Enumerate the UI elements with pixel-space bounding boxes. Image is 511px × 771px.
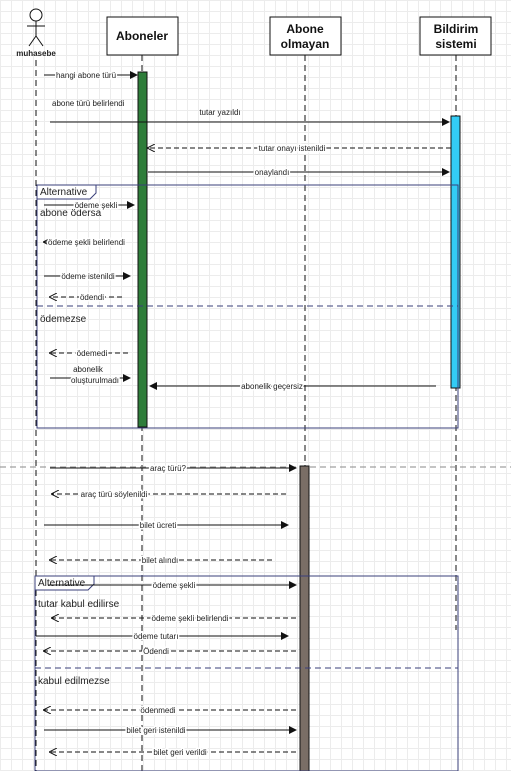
- lifeline-abone-olmayan-head: Abone olmayan: [269, 16, 342, 56]
- msg-15-label: bilet ücreti: [140, 521, 177, 530]
- bildirim-activation: [450, 115, 461, 389]
- abone-olmayan-title-1: Abone: [286, 22, 324, 36]
- msg-6-label: ödeme şekli: [75, 201, 118, 210]
- alt1-tag: Alternative: [40, 187, 88, 198]
- msg-1-label: hangi abone türü: [56, 71, 116, 80]
- bildirim-title-2: sistemi: [435, 37, 476, 51]
- abone-olmayan-activation: [299, 465, 310, 771]
- lifeline-aboneler-head: Aboneler: [106, 16, 179, 56]
- msg-20-label: Ödendi: [143, 647, 169, 656]
- msg-12-label: abonelik geçersiz: [241, 382, 303, 391]
- msg-18-label: ödeme şekli belirlendi: [152, 614, 229, 623]
- bildirim-title-1: Bildirim: [434, 22, 479, 36]
- lifeline-bildirim-head: Bildirim sistemi: [419, 16, 492, 56]
- msg-11-label-b: oluşturulmadı: [71, 376, 119, 385]
- msg-21-label: ödenmedi: [140, 706, 175, 715]
- msg-19-label: ödeme tutarı: [134, 632, 179, 641]
- msg-23-label: bilet geri verildi: [153, 748, 207, 757]
- msg-2-label: abone türü belirlendi: [52, 99, 125, 108]
- lifelines: [35, 55, 457, 771]
- msg-11-label-a: abonelik: [73, 365, 104, 374]
- msg-13-label: araç türü?: [150, 464, 187, 473]
- msg-5-label: onaylandı: [255, 168, 290, 177]
- messages: hangi abone türü abone türü belirlendi t…: [36, 70, 451, 759]
- msg-10-label: ödemedi: [77, 349, 108, 358]
- aboneler-activation: [137, 71, 148, 428]
- msg-17-label: ödeme şekli: [153, 581, 196, 590]
- alt1-guard1: abone ödersa: [40, 208, 102, 219]
- msg-14-label: araç türü söylenildi: [81, 490, 148, 499]
- aboneler-title: Aboneler: [116, 29, 168, 43]
- msg-7-label: ödeme şekli belirlendi: [48, 238, 125, 247]
- msg-9-label: ödendi: [80, 293, 104, 302]
- alt2-tag: Alternative: [38, 578, 86, 589]
- actor-label: muhasebe: [16, 49, 56, 58]
- msg-16-label: bilet alındı: [142, 556, 178, 565]
- msg-22-label: bilet geri istenildi: [126, 726, 185, 735]
- msg-3-label: tutar yazıldı: [199, 108, 240, 117]
- alt-frame-1: Alternative abone ödersa ödemezse: [36, 184, 459, 429]
- abone-olmayan-title-2: olmayan: [281, 37, 330, 51]
- alt2-guard1: tutar kabul edilirse: [38, 599, 120, 610]
- actor-muhasebe: muhasebe: [16, 8, 56, 58]
- alt1-guard2: ödemezse: [40, 314, 87, 325]
- alt-frame-2: Alternative tutar kabul edilirse kabul e…: [34, 575, 459, 771]
- msg-4-label: tutar onayı istenildi: [259, 144, 326, 153]
- msg-8-label: ödeme istenildi: [61, 272, 115, 281]
- alt2-guard2: kabul edilmezse: [38, 676, 110, 687]
